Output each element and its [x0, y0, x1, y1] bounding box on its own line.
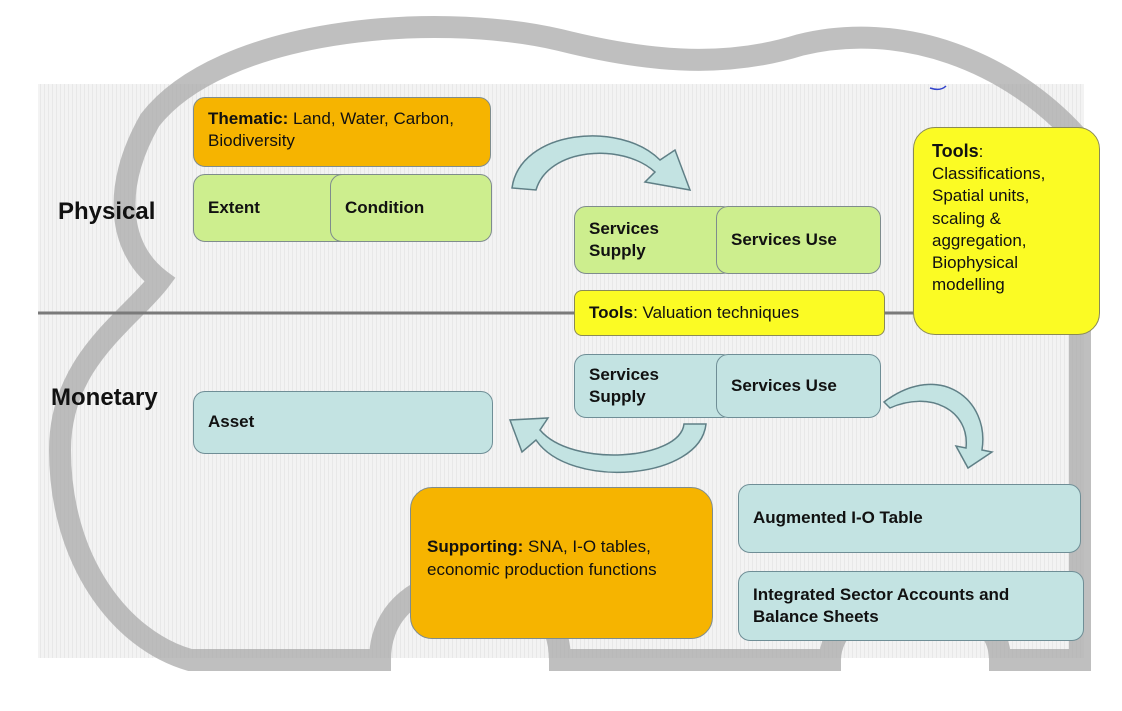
thematic-heading: Thematic:	[208, 109, 289, 128]
monetary-services-use-label: Services Use	[731, 375, 837, 395]
monetary-label: Monetary	[51, 384, 158, 411]
physical-services-supply-box: Services Supply	[574, 206, 734, 274]
integrated-sector-accounts-box: Integrated Sector Accounts and Balance S…	[738, 571, 1084, 641]
tools-box: Tools: Classifications, Spatial units, s…	[913, 127, 1100, 335]
supporting-box: Supporting: SNA, I-O tables, economic pr…	[410, 487, 713, 639]
valuation-heading: Tools	[589, 302, 634, 322]
monetary-services-supply-label: Services Supply	[589, 364, 659, 406]
asset-box: Asset	[193, 391, 493, 454]
supporting-heading: Supporting:	[427, 537, 524, 556]
curved-arrow-top	[511, 135, 692, 191]
physical-services-use-label: Services Use	[731, 229, 837, 249]
curved-arrow-right	[882, 383, 994, 470]
augmented-io-table-box: Augmented I-O Table	[738, 484, 1081, 553]
extent-label: Extent	[208, 197, 260, 217]
integrated-sector-accounts-label: Integrated Sector Accounts and Balance S…	[753, 584, 1010, 626]
physical-label: Physical	[58, 198, 156, 225]
augmented-io-table-label: Augmented I-O Table	[753, 508, 923, 528]
extent-box: Extent	[193, 174, 353, 242]
physical-services-use-box: Services Use	[716, 206, 881, 274]
supporting-text: SNA, I-O tables, economic production fun…	[427, 537, 657, 579]
curved-arrow-bottom	[508, 417, 707, 474]
valuation-text: : Valuation techniques	[633, 302, 800, 322]
condition-box: Condition	[330, 174, 492, 242]
physical-services-supply-label: Services Supply	[589, 218, 659, 260]
thematic-text: Land, Water, Carbon, Biodiversity	[208, 109, 454, 151]
valuation-tools-box: Tools: Valuation techniques	[574, 290, 885, 336]
condition-label: Condition	[345, 197, 425, 217]
monetary-services-supply-box: Services Supply	[574, 354, 734, 418]
blue-mark	[929, 85, 947, 91]
tools-text: : Classifications, Spatial units, scalin…	[932, 142, 1046, 294]
thematic-box: Thematic: Land, Water, Carbon, Biodivers…	[193, 97, 491, 167]
asset-label: Asset	[208, 412, 255, 432]
tools-heading: Tools	[932, 141, 979, 161]
monetary-services-use-box: Services Use	[716, 354, 881, 418]
